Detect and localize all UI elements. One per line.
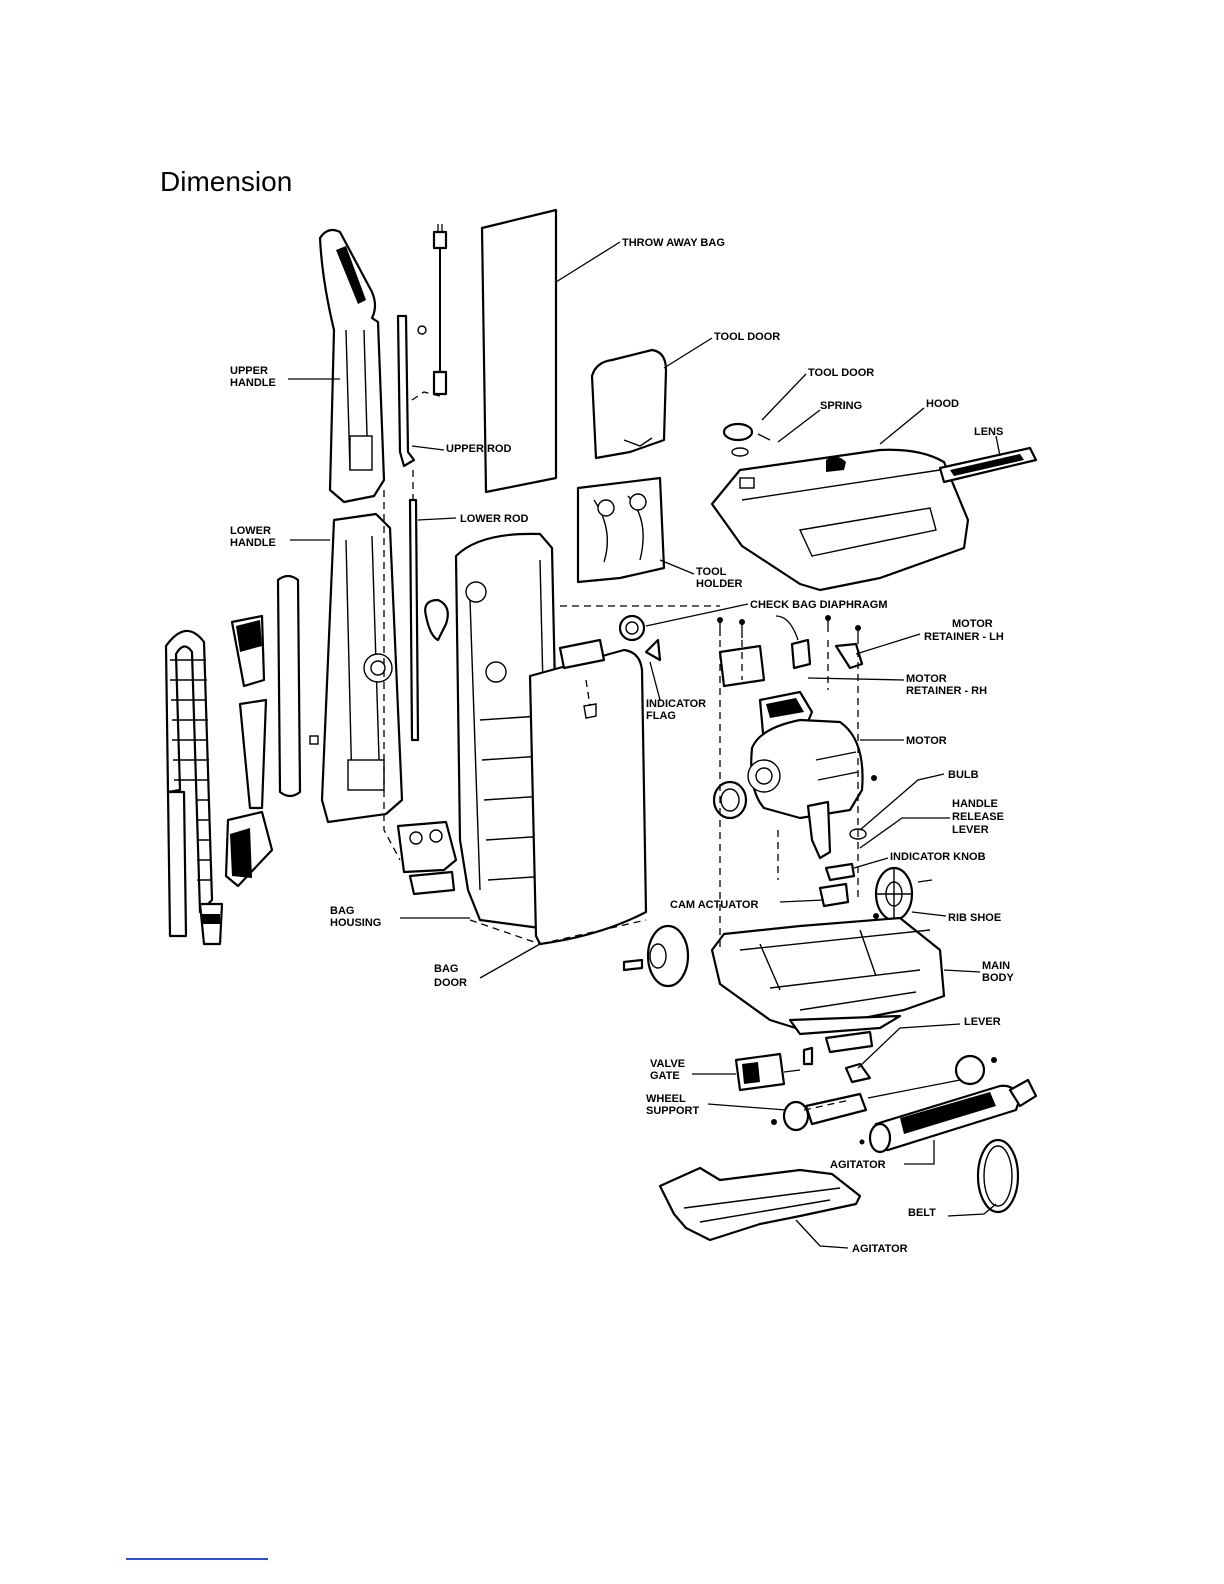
- screws: [717, 615, 861, 644]
- label-bag-door-2: DOOR: [434, 977, 467, 989]
- label-bulb: BULB: [948, 769, 979, 781]
- motor-retainer-parts: [718, 615, 864, 688]
- lower-rod-part: [408, 470, 420, 742]
- power-cord-part: [417, 224, 448, 396]
- label-lower-handle-2: HANDLE: [230, 537, 276, 549]
- label-hood: HOOD: [926, 398, 959, 410]
- label-bag-housing-1: BAG: [330, 905, 354, 917]
- footer-rule: [126, 1558, 268, 1560]
- label-agitator-bottom: AGITATOR: [852, 1243, 908, 1255]
- hood-part: [710, 448, 970, 592]
- label-lower-rod: LOWER ROD: [460, 513, 528, 525]
- label-handle-release-lever-3: LEVER: [952, 824, 989, 836]
- check-bag-diaphragm-part: [618, 614, 662, 662]
- upper-handle-part: [318, 228, 386, 504]
- label-wheel-support-1: WHEEL: [646, 1093, 686, 1105]
- label-tool-holder-2: HOLDER: [696, 578, 743, 590]
- label-throw-away-bag: THROW AWAY BAG: [622, 237, 725, 249]
- label-bag-housing-2: HOUSING: [330, 917, 381, 929]
- label-check-bag-diaphragm: CHECK BAG DIAPHRAGM: [750, 599, 888, 611]
- upper-rod-part: [396, 314, 416, 468]
- label-bag-door-1: BAG: [434, 963, 458, 975]
- label-handle-release-lever-2: RELEASE: [952, 811, 1004, 823]
- bag-door-part: [528, 638, 648, 946]
- label-motor-retainer-lh-2: RETAINER - LH: [924, 631, 1004, 643]
- motor-part: [747, 690, 877, 820]
- label-motor-retainer-lh-1: MOTOR: [952, 618, 993, 630]
- label-rib-shoe: RIB SHOE: [948, 912, 1001, 924]
- lever-mechanism-parts: [806, 800, 856, 908]
- label-indicator-flag-1: INDICATOR: [646, 698, 706, 710]
- label-valve-gate-2: GATE: [650, 1070, 680, 1082]
- lower-handle-part: [320, 512, 404, 824]
- motor-ring-part: [712, 780, 748, 820]
- tool-door-part: [590, 348, 668, 460]
- agitator-part: [859, 1078, 1038, 1154]
- label-lever: LEVER: [964, 1016, 1001, 1028]
- lever-part: [802, 1030, 874, 1084]
- label-indicator-flag-2: FLAG: [646, 710, 676, 722]
- label-upper-handle-2: HANDLE: [230, 377, 276, 389]
- page-title: Dimension: [160, 166, 293, 197]
- label-motor-retainer-rh-2: RETAINER - RH: [906, 685, 987, 697]
- rear-wheel-part: [622, 924, 690, 988]
- label-cam-actuator: CAM ACTUATOR: [670, 899, 758, 911]
- small-tool-door-part: [722, 422, 771, 457]
- label-tool-holder-1: TOOL: [696, 566, 727, 578]
- label-belt: BELT: [908, 1207, 936, 1219]
- label-agitator: AGITATOR: [830, 1159, 886, 1171]
- label-spring: SPRING: [820, 400, 862, 412]
- hose-part: [164, 629, 224, 946]
- label-motor-retainer-rh-1: MOTOR: [906, 673, 947, 685]
- label-motor: MOTOR: [906, 735, 947, 747]
- bottom-plate-part: [658, 1166, 862, 1242]
- tool-holder-part: [576, 476, 666, 584]
- wheel-support-part: [771, 1054, 997, 1132]
- label-upper-handle-1: UPPER: [230, 365, 268, 377]
- label-tool-door: TOOL DOOR: [714, 331, 780, 343]
- throw-away-bag-part: [480, 208, 558, 494]
- label-valve-gate-1: VALVE: [650, 1058, 685, 1070]
- label-main-body-1: MAIN: [982, 960, 1010, 972]
- label-lower-handle-1: LOWER: [230, 525, 271, 537]
- label-tool-door-small: TOOL DOOR: [808, 367, 874, 379]
- part-labels: THROW AWAY BAG TOOL DOOR TOOL DOOR SPRIN…: [230, 237, 1014, 1255]
- label-upper-rod: UPPER ROD: [446, 443, 511, 455]
- lens-part: [938, 446, 1038, 484]
- label-main-body-2: BODY: [982, 972, 1014, 984]
- label-leaders: [288, 241, 1001, 1249]
- valve-gate-part: [734, 1052, 801, 1092]
- attachment-tools: [224, 574, 319, 888]
- main-body-part: [710, 916, 946, 1036]
- belt-part: [976, 1138, 1020, 1214]
- label-indicator-knob: INDICATOR KNOB: [890, 851, 986, 863]
- label-lens: LENS: [974, 426, 1003, 438]
- rib-shoe-part: [873, 866, 933, 922]
- label-handle-release-lever-1: HANDLE: [952, 798, 998, 810]
- assembly-guide-lines: [383, 391, 859, 1111]
- label-wheel-support-2: SUPPORT: [646, 1105, 699, 1117]
